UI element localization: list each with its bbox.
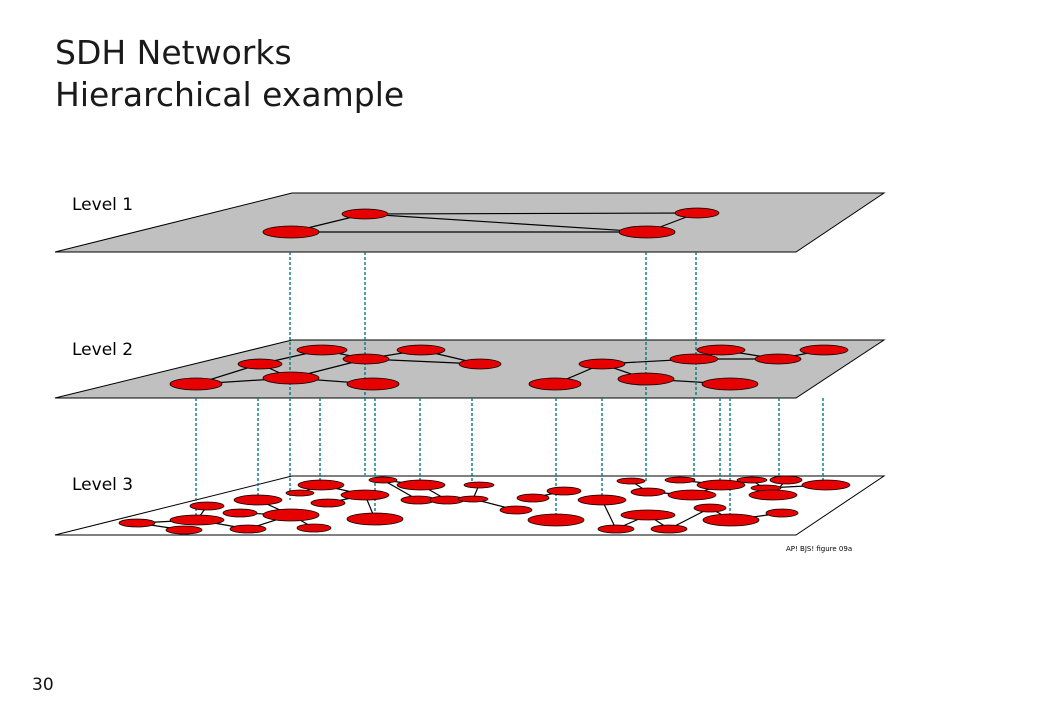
network-node (262, 508, 320, 522)
network-node (463, 481, 495, 489)
network-node (664, 476, 696, 484)
network-nodes (118, 207, 851, 535)
network-node (669, 353, 719, 365)
network-node (597, 524, 635, 534)
network-node (701, 377, 759, 391)
network-node (578, 358, 626, 370)
network-node (346, 512, 404, 526)
network-node (118, 518, 156, 528)
network-node (799, 344, 849, 356)
network-link (364, 213, 648, 233)
figure-credit: AP! BJS! figure 09a (786, 545, 852, 553)
network-node (765, 508, 799, 518)
network-node (237, 358, 283, 370)
network-node (346, 377, 400, 391)
page-number: 30 (32, 675, 54, 695)
network-node (616, 477, 646, 485)
slide-title-line-1: SDH Networks (55, 33, 292, 72)
network-node (748, 489, 798, 501)
network-node (457, 495, 489, 503)
network-node (396, 344, 446, 356)
network-node (296, 523, 332, 533)
network-node (674, 207, 720, 219)
network-node (340, 489, 390, 501)
network-node (297, 479, 345, 491)
network-node (262, 371, 320, 385)
network-node (667, 489, 717, 501)
network-node (169, 514, 225, 526)
network-node (262, 225, 320, 239)
network-node (527, 513, 585, 527)
network-node (229, 524, 267, 534)
network-node (528, 377, 582, 391)
network-node (754, 353, 802, 365)
network-node (222, 508, 258, 518)
level-1-plane (54, 192, 886, 253)
network-node (801, 479, 851, 491)
network-node (630, 487, 666, 497)
level-1-label: Level 1 (72, 195, 133, 215)
network-node (693, 503, 727, 513)
network-node (620, 509, 676, 521)
network-node (617, 372, 675, 386)
network-node (736, 476, 768, 484)
network-node (516, 493, 550, 503)
network-node (285, 489, 315, 497)
network-node (310, 498, 346, 508)
network-node (696, 479, 746, 491)
network-node (169, 377, 223, 391)
network-node (296, 344, 348, 356)
network-node (458, 358, 502, 370)
network-link (364, 212, 698, 215)
level-3-label: Level 3 (72, 475, 133, 495)
network-node (342, 353, 390, 365)
network-node (702, 513, 760, 527)
network-node (233, 494, 283, 506)
network-node (189, 501, 225, 511)
network-node (696, 344, 746, 356)
network-node (546, 486, 582, 496)
network-node (499, 505, 533, 515)
level-2-plane (54, 339, 886, 399)
network-node (618, 225, 676, 239)
network-node (368, 476, 398, 484)
level-2-label: Level 2 (72, 340, 133, 360)
network-node (650, 524, 688, 534)
network-node (396, 479, 446, 491)
network-node (577, 494, 627, 506)
slide-title-line-2: Hierarchical example (55, 75, 405, 114)
network-node (165, 525, 203, 535)
network-node (769, 475, 803, 485)
network-node (341, 208, 389, 220)
slide-title: SDH Networks Hierarchical example (55, 32, 404, 116)
